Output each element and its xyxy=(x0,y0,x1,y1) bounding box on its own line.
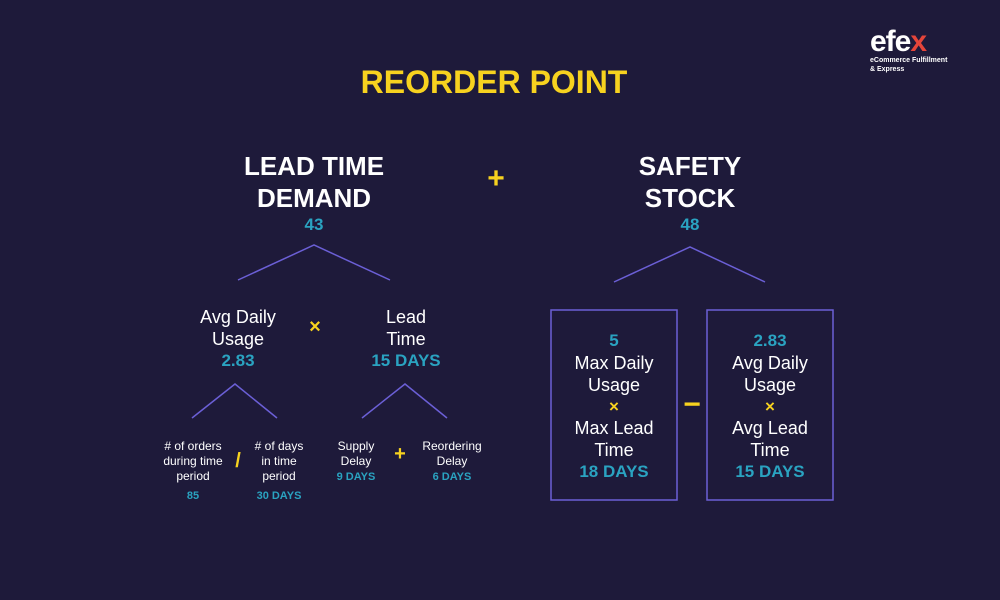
adu-value: 2.83 xyxy=(221,351,255,370)
days-line1: # of days xyxy=(254,439,304,453)
lt-value: 15 DAYS xyxy=(371,351,441,370)
logo-x-letter: x xyxy=(910,25,927,58)
orders-line2: during time xyxy=(163,454,223,468)
max-daily-usage-value: 5 xyxy=(609,331,619,350)
supply-delay-block: Supply Delay 9 DAYS xyxy=(337,439,376,485)
ltd-value: 43 xyxy=(304,215,324,234)
lead-time-demand-block: LEAD TIME DEMAND 43 xyxy=(244,150,384,236)
reordering-delay-line2: Delay xyxy=(436,454,468,468)
lt-branch-line xyxy=(361,383,448,419)
max-daily-usage-line2: Usage xyxy=(587,375,641,395)
ss-heading-line2: STOCK xyxy=(644,183,736,213)
avg-daily-usage-block: Avg Daily Usage 2.83 xyxy=(200,306,276,372)
lt-label-line1: Lead xyxy=(385,307,427,327)
orders-line3: period xyxy=(176,469,210,483)
logo-mark: efex xyxy=(870,25,962,58)
avg-daily-usage-box-value: 2.83 xyxy=(753,331,787,350)
lt-label-line2: Time xyxy=(386,329,426,349)
ltd-heading-line1: LEAD TIME xyxy=(243,151,385,181)
safety-right-box-content: 2.83 Avg Daily Usage × Avg Lead Time 15 … xyxy=(707,330,833,483)
avg-daily-usage-box-line2: Usage xyxy=(743,375,797,395)
avg-lead-time-line2: Time xyxy=(750,440,790,460)
efex-logo: efex eCommerce Fulfillment & Express xyxy=(870,25,962,74)
ltd-multiply-operator: × xyxy=(309,316,321,338)
logo-text: efe xyxy=(870,25,911,58)
avg-lead-time-value: 15 DAYS xyxy=(735,462,805,481)
lt-plus-operator: + xyxy=(394,443,406,465)
max-daily-usage-line1: Max Daily xyxy=(574,353,654,373)
reordering-delay-line1: Reordering xyxy=(422,439,482,453)
days-block: # of days in time period 30 DAYS xyxy=(255,439,304,504)
main-plus-operator: + xyxy=(487,162,505,195)
adu-label-line1: Avg Daily xyxy=(200,307,276,327)
ltd-heading-line2: DEMAND xyxy=(256,183,372,213)
reordering-delay-value: 6 DAYS xyxy=(432,471,472,483)
days-value: 30 DAYS xyxy=(256,490,302,502)
days-line2: in time xyxy=(261,454,297,468)
logo-tagline-1: eCommerce Fulfillment xyxy=(870,57,948,64)
max-lead-time-value: 18 DAYS xyxy=(579,462,649,481)
safety-left-box-content: 5 Max Daily Usage × Max Lead Time 18 DAY… xyxy=(551,330,677,483)
page-title: REORDER POINT xyxy=(360,64,628,100)
right-box-multiply-operator: × xyxy=(765,397,775,416)
max-lead-time-line1: Max Lead xyxy=(574,418,654,438)
reordering-delay-block: Reordering Delay 6 DAYS xyxy=(422,439,481,485)
ss-minus-operator: − xyxy=(683,388,701,421)
orders-block: # of orders during time period 85 xyxy=(163,439,222,504)
adu-branch-line xyxy=(191,383,278,419)
orders-line1: # of orders xyxy=(164,439,222,453)
days-line3: period xyxy=(262,469,296,483)
adu-divide-operator: / xyxy=(235,450,241,472)
supply-delay-line2: Delay xyxy=(340,454,372,468)
adu-label-line2: Usage xyxy=(211,329,265,349)
safety-right-box xyxy=(706,309,834,501)
supply-delay-line1: Supply xyxy=(337,439,375,453)
supply-delay-value: 9 DAYS xyxy=(336,471,376,483)
safety-stock-block: SAFETY STOCK 48 xyxy=(639,150,742,236)
ss-value: 48 xyxy=(680,215,700,234)
logo-tagline-2: & Express xyxy=(870,66,905,73)
ss-heading-line1: SAFETY xyxy=(638,151,742,181)
safety-left-box xyxy=(550,309,678,501)
ltd-branch-line xyxy=(237,244,391,281)
lead-time-block: Lead Time 15 DAYS xyxy=(371,306,440,372)
left-box-multiply-operator: × xyxy=(609,397,619,416)
max-lead-time-line2: Time xyxy=(594,440,634,460)
avg-lead-time-line1: Avg Lead xyxy=(732,418,808,438)
orders-value: 85 xyxy=(186,490,200,502)
avg-daily-usage-box-line1: Avg Daily xyxy=(732,353,808,373)
ss-branch-line xyxy=(613,246,766,283)
